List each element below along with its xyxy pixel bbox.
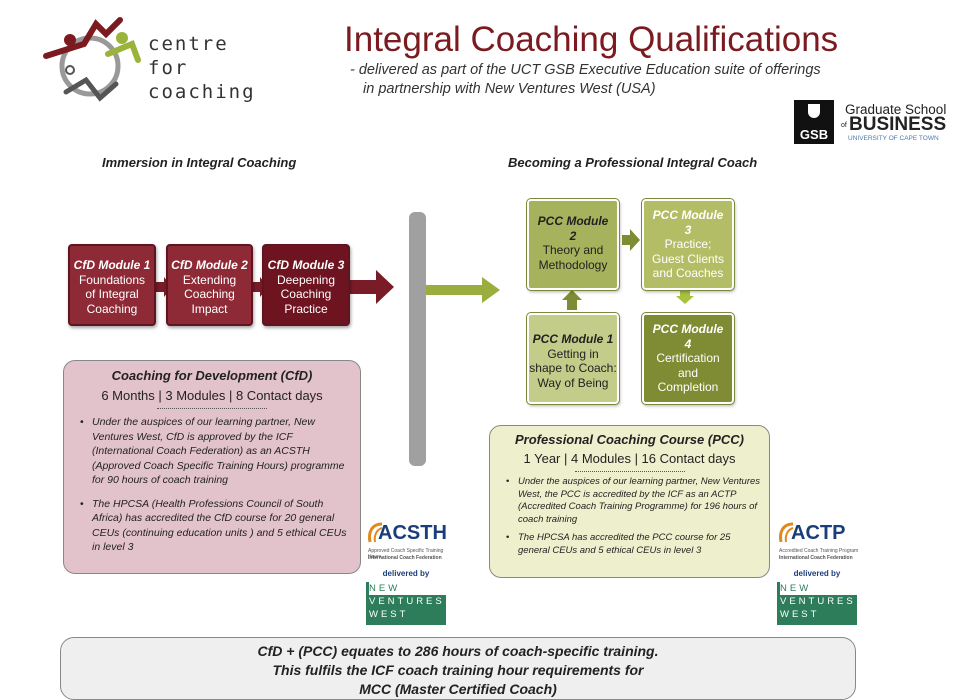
vertical-divider	[409, 212, 426, 466]
cfd-panel-title: Coaching for Development (CfD)	[111, 368, 313, 383]
acsth-badge: ACSTH Approved Coach Specific Training H…	[366, 520, 451, 628]
cfd-panel-divider	[157, 408, 267, 409]
nvw-right-line-1: NEW	[780, 582, 857, 595]
actp-delivered-by: delivered by	[793, 569, 841, 578]
nvw-left-line-1: NEW	[369, 582, 446, 595]
cfd-module-1-text-1: Foundations	[78, 272, 146, 287]
gsb-logo: GSB Graduate School of BUSINESS UNIVERSI…	[794, 100, 956, 146]
subtitle-line-1: - delivered as part of the UCT GSB Execu…	[350, 62, 821, 78]
cfd-module-1-title: CfD Module 1	[73, 258, 151, 272]
cfd-module-2-text-3: Impact	[191, 301, 228, 316]
pcc-module-4-title-1: PCC Module	[652, 322, 724, 336]
gsb-line-3: UNIVERSITY OF CAPE TOWN	[848, 135, 939, 142]
pcc-module-2-text-1: Theory and	[542, 243, 604, 257]
pcc-module-1: PCC Module 1 Getting in shape to Coach: …	[526, 312, 620, 405]
pcc-module-4: PCC Module 4 Certification and Completio…	[641, 312, 735, 405]
pcc-panel-stats: 1 Year | 4 Modules | 16 Contact days	[523, 451, 736, 466]
pcc-bullet-2: The HPCSA has accredited the PCC course …	[504, 532, 761, 557]
nvw-logo-right: NEW VENTURES WEST	[777, 582, 857, 625]
cfd-module-1: CfD Module 1 Foundations of Integral Coa…	[68, 244, 156, 326]
nvw-left-line-3: WEST	[369, 609, 409, 620]
cfd-module-3-text-1: Deepening	[276, 272, 336, 287]
pcc-section-heading: Becoming a Professional Integral Coach	[508, 155, 758, 170]
summary-line-2: This fulfils the ICF coach training hour…	[272, 662, 644, 678]
cfd-section-heading: Immersion in Integral Coaching	[102, 155, 297, 170]
pcc-arrows	[562, 229, 694, 310]
summary-box: CfD + (PCC) equates to 286 hours of coac…	[60, 637, 856, 700]
cfd-arrow-3-icon	[346, 270, 394, 304]
pcc-arrow-right-icon	[622, 229, 640, 251]
pcc-module-2-title-1: PCC Module	[537, 214, 609, 228]
icf-swirl-icon	[368, 522, 383, 543]
pcc-module-1-title: PCC Module 1	[532, 332, 614, 346]
cfd-module-1-text-3: Coaching	[86, 301, 138, 316]
logo-line-2: coaching	[148, 81, 256, 103]
pcc-module-4-title-2: 4	[684, 336, 692, 351]
coaching-figures-icon	[43, 17, 141, 102]
nvw-left-line-2: VENTURES	[369, 596, 445, 607]
acsth-sub-1: Approved Coach Specific Training Hours	[368, 548, 444, 560]
pcc-arrow-down-icon	[676, 288, 694, 304]
cfd-module-2-title: CfD Module 2	[171, 258, 248, 272]
shield-icon	[808, 104, 820, 118]
cfd-module-2: CfD Module 2 Extending Coaching Impact	[166, 244, 253, 326]
summary-line-1: CfD + (PCC) equates to 286 hours of coac…	[257, 643, 659, 659]
pcc-module-4-text-2: and	[677, 365, 699, 380]
pcc-module-2-text-2: Methodology	[538, 257, 608, 272]
pcc-module-1-text-3: Way of Being	[537, 375, 609, 390]
gsb-abbr: GSB	[799, 127, 829, 142]
pcc-module-1-text-2: shape to Coach:	[529, 361, 617, 375]
pcc-module-4-text-1: Certification	[656, 351, 720, 365]
pcc-module-1-text-1: Getting in	[547, 346, 599, 361]
pcc-arrow-up-icon	[562, 290, 582, 310]
gsb-line-2: BUSINESS	[849, 114, 947, 135]
icf-swirl-icon	[779, 522, 794, 543]
pcc-module-3-title-1: PCC Module	[652, 208, 724, 222]
actp-sub-2: International Coach Federation	[779, 555, 853, 561]
cfd-module-3-title: CfD Module 3	[267, 258, 345, 272]
actp-name: ACTP	[791, 522, 846, 544]
pcc-module-3: PCC Module 3 Practice; Guest Clients and…	[641, 198, 735, 291]
actp-sub-1: Accredited Coach Training Program	[779, 548, 859, 554]
nvw-right-line-3: WEST	[780, 609, 820, 620]
cfd-module-3-text-3: Practice	[284, 301, 328, 316]
pcc-module-3-text-2: Guest Clients	[651, 251, 725, 266]
cfd-module-3: CfD Module 3 Deepening Coaching Practice	[262, 244, 350, 326]
pcc-module-2: PCC Module 2 Theory and Methodology	[526, 198, 620, 291]
transition-arrow-icon	[426, 277, 500, 303]
pcc-module-3-text-1: Practice;	[664, 237, 712, 251]
pcc-module-2-title-2: 2	[569, 228, 577, 243]
cfd-module-2-text-1: Extending	[182, 272, 237, 287]
pcc-module-3-title-2: 3	[684, 222, 692, 237]
pcc-module-3-text-3: and Coaches	[652, 266, 724, 280]
actp-badge: ACTP Accredited Coach Training Program I…	[777, 520, 862, 628]
pcc-panel-title: Professional Coaching Course (PCC)	[515, 432, 744, 447]
acsth-sub-2: International Coach Federation	[368, 555, 442, 561]
logo-line-1: centre for	[148, 33, 229, 79]
cfd-bullet-1: Under the auspices of our learning partn…	[78, 415, 348, 488]
pcc-info-panel: Professional Coaching Course (PCC) 1 Yea…	[489, 425, 770, 578]
gsb-line-1: Graduate School	[845, 102, 947, 117]
cfd-info-panel: Coaching for Development (CfD) 6 Months …	[63, 360, 361, 574]
pcc-panel-divider	[574, 471, 685, 472]
acsth-name: ACSTH	[378, 522, 447, 544]
cfd-module-2-text-2: Coaching	[184, 287, 235, 301]
pcc-bullet-1: Under the auspices of our learning partn…	[504, 476, 761, 526]
subtitle-line-2: in partnership with New Ventures West (U…	[363, 81, 656, 97]
gsb-line-2-prefix: of	[841, 122, 847, 129]
centre-for-coaching-logo: centre for coaching	[36, 14, 276, 104]
pcc-module-4-text-3: Completion	[657, 380, 719, 394]
summary-line-3: MCC (Master Certified Coach)	[359, 681, 557, 697]
cfd-bullet-2: The HPCSA (Health Professions Council of…	[78, 497, 348, 555]
cfd-module-1-text-2: of Integral	[85, 287, 139, 301]
nvw-logo-left: NEW VENTURES WEST	[366, 582, 446, 625]
cfd-panel-stats: 6 Months | 3 Modules | 8 Contact days	[101, 388, 323, 403]
nvw-right-line-2: VENTURES	[780, 596, 856, 607]
page-title: Integral Coaching Qualifications	[344, 20, 839, 59]
cfd-module-3-text-2: Coaching	[280, 287, 332, 301]
acsth-delivered-by: delivered by	[382, 569, 430, 578]
